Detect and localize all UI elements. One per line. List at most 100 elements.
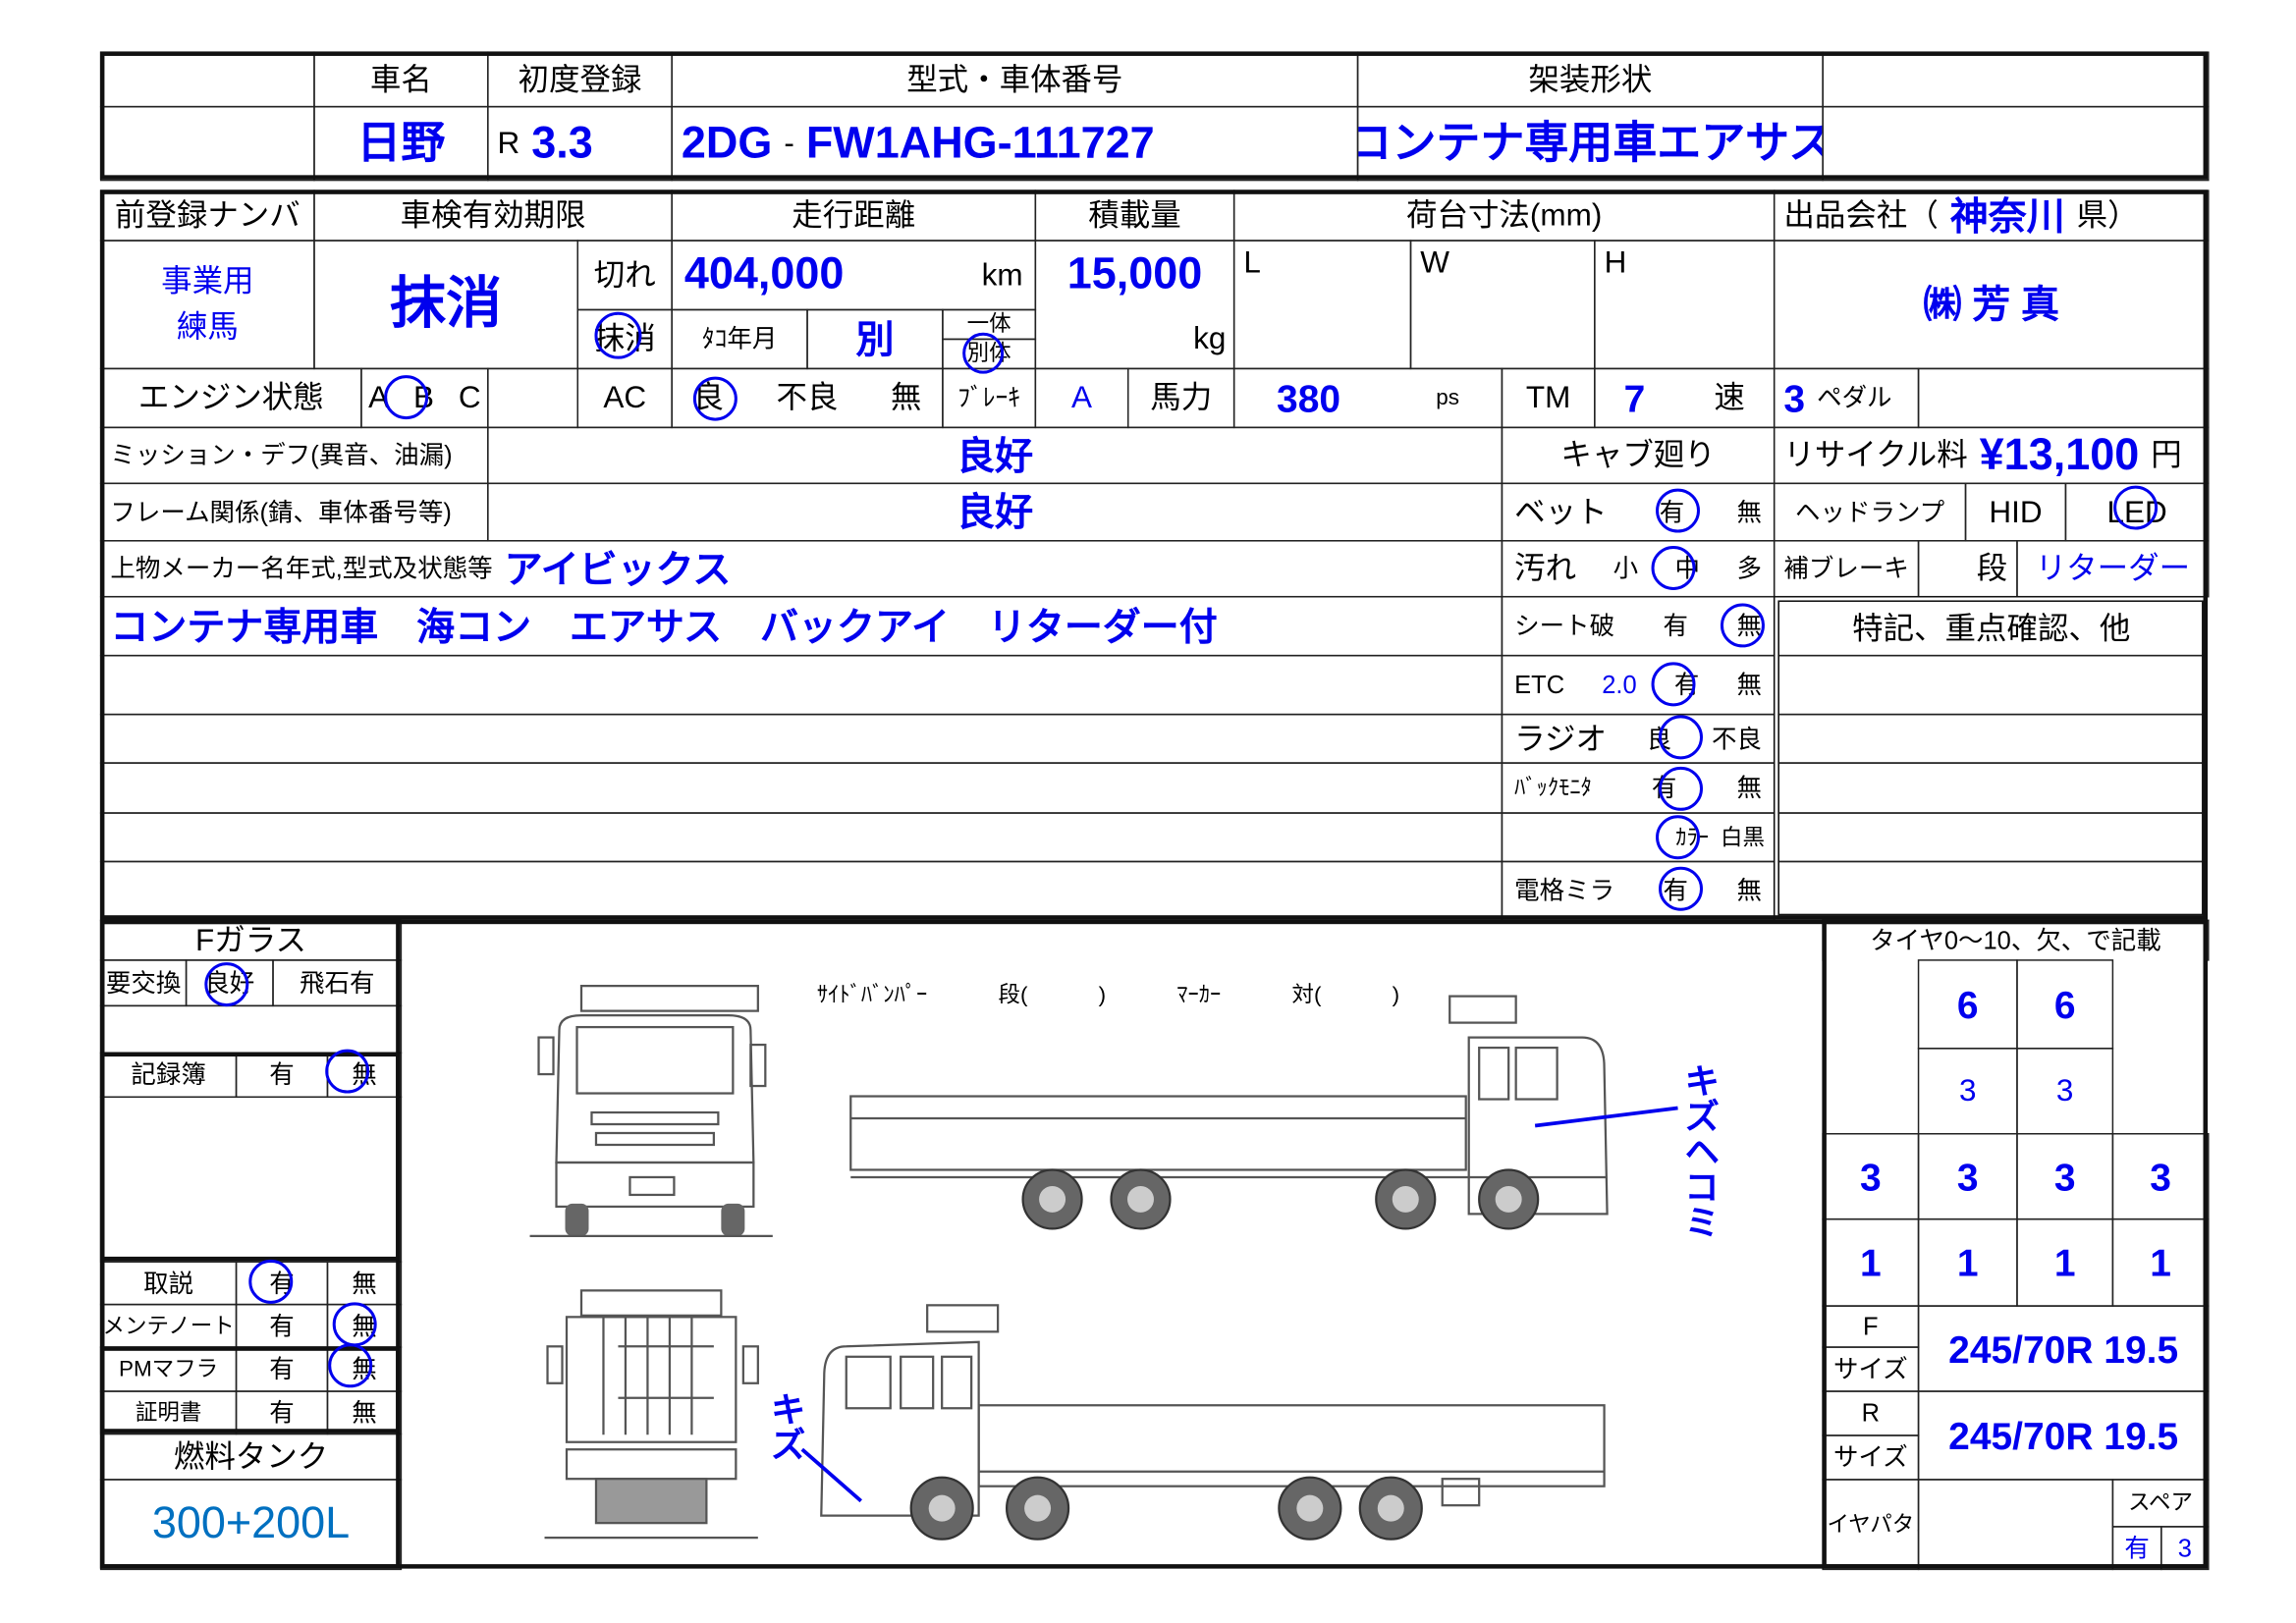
car-name-cell-empty: [99, 105, 315, 182]
tire-pattern-value: [1917, 1479, 2114, 1571]
prev-plate-label: 前登録ナンバ: [99, 189, 315, 242]
inspection-status-cell: 抹消: [313, 240, 578, 370]
cert-label-text: 証明書: [135, 1400, 202, 1426]
blank-row-1: [99, 654, 1503, 716]
engine-grade-text: A: [368, 381, 390, 415]
header-empty-left: [99, 51, 315, 108]
tacho-separate-text: 別体: [966, 341, 1011, 367]
pm-label: PMマフラ: [99, 1346, 238, 1392]
notes-line-2: [1777, 713, 2206, 764]
manual-no: 無: [326, 1261, 403, 1306]
cab-bed-text: 無: [1736, 498, 1762, 526]
truck-rear-view: [544, 1289, 759, 1540]
record-no-text: 無: [352, 1060, 377, 1090]
hp-label-text: 馬力: [1150, 381, 1213, 415]
damage-label-dent: キズヘコミ: [1677, 1062, 1718, 1239]
manual-no-text: 無: [352, 1269, 377, 1298]
recycle-value: ¥13,100: [1979, 430, 2140, 479]
tire-label-text: タイヤ0〜10、欠、で記載: [1870, 927, 2161, 955]
notes-label-text: 特記、重点確認、他: [1852, 611, 2131, 646]
header-body-label-text: 架装形状: [1528, 62, 1653, 97]
engine-label: エンジン状態: [99, 367, 362, 429]
frame-value: 良好: [487, 482, 1503, 542]
tire-r1-2-text: 3: [1956, 1154, 1979, 1199]
cab-bed-text: 有: [1659, 498, 1685, 526]
header-model-label-text: 型式・車体番号: [906, 62, 1123, 97]
cab-seat-text: 有: [1663, 612, 1689, 640]
cab-etc-text: 有: [1673, 671, 1700, 699]
ac-label-text: AC: [603, 381, 647, 415]
spare-present-text: 有: [2124, 1534, 2150, 1562]
tacho-label-text: ﾀｺ年月: [701, 325, 778, 353]
tacho-label: ﾀｺ年月: [671, 308, 808, 370]
mileage-cell-text: km: [981, 258, 1023, 293]
tire-r1-3: 3: [2016, 1132, 2114, 1220]
load-label: 積載量: [1034, 189, 1235, 242]
aux-brake-stage-text: 段: [1976, 552, 2008, 586]
aux-brake-label-text: 補ブレーキ: [1783, 555, 1909, 583]
header-body-label: 架装形状: [1356, 51, 1824, 108]
glass-label: Fガラス: [99, 919, 403, 961]
headlamp-led: LED: [2064, 482, 2210, 542]
tm-label: TM: [1501, 367, 1596, 429]
tire-r2-4: 1: [2111, 1217, 2210, 1307]
tacho-value-text: 別: [855, 316, 895, 361]
pm-yes: 有: [235, 1346, 329, 1392]
record-no: 無: [326, 1052, 403, 1099]
frame-label-text: フレーム関係(錆、車体番号等): [110, 498, 452, 526]
tacho-separate: 別体: [942, 338, 1037, 370]
cert-yes: 有: [235, 1390, 329, 1435]
bed-length-text: L: [1243, 245, 1261, 280]
cab-seat-text: シート破: [1514, 612, 1615, 640]
tire-r2-4-text: 1: [2150, 1240, 2171, 1285]
tire-r2-2: 1: [1917, 1217, 2018, 1307]
seller-label-text: 県）: [2076, 198, 2139, 233]
tire-f-label: F: [1822, 1305, 1920, 1348]
notes-line-4: [1777, 812, 2206, 863]
ac-options-text: 無: [890, 381, 922, 415]
tire-f2-l: 3: [1917, 1048, 2018, 1135]
frame-label: フレーム関係(錆、車体番号等): [99, 482, 489, 542]
load-label-text: 積載量: [1088, 198, 1181, 233]
inspection-label-text: 車検有効期限: [400, 198, 586, 233]
body-notes: コンテナ専用車 海コン エアサス バックアイ リターダー付: [110, 604, 1218, 649]
engine-grade-text: C: [458, 381, 481, 415]
blank-row-3: [99, 762, 1503, 814]
spare-count: 3: [2160, 1526, 2210, 1571]
headlamp-label-text: ヘッドランプ: [1795, 498, 1945, 526]
recycle-cell-text: リサイクル料: [1783, 438, 1968, 473]
chassis-number: FW1AHG-111727: [805, 118, 1155, 168]
tire-r2-3-text: 1: [2053, 1240, 2076, 1285]
body-maker-row-text: 上物メーカー名年式,型式及状態等: [110, 555, 493, 583]
tire-r1-1-text: 3: [1860, 1154, 1882, 1199]
maintenance-no: 無: [326, 1303, 403, 1348]
frame-value-text: 良好: [957, 490, 1034, 535]
seller-label: 出品会社（神奈川県）: [1773, 189, 2210, 242]
cab-monitor-color: ｶﾗｰ白黒: [1501, 812, 1776, 863]
seller-label-text: 出品会社（: [1783, 198, 1939, 233]
brake-value-text: A: [1071, 381, 1093, 415]
record-label: 記録簿: [99, 1052, 238, 1099]
tire-r1-1: 3: [1822, 1132, 1920, 1220]
cab-label: キャブ廻り: [1501, 426, 1776, 485]
spare-present: 有: [2111, 1526, 2162, 1571]
load-unit-text: kg: [1193, 322, 1227, 356]
model-cell-text: -: [784, 126, 794, 161]
glass-label-text: Fガラス: [194, 923, 307, 957]
tire-r1-3-text: 3: [2053, 1154, 2076, 1199]
glass-chip-text: 飛石有: [299, 968, 375, 998]
notes-line-5: [1777, 860, 2206, 917]
front-tire-size: 245/70R 19.5: [1917, 1305, 2210, 1392]
glass-blank: [99, 1004, 403, 1055]
prev-plate-label-text: 前登録ナンバ: [114, 198, 301, 233]
cert-yes-text: 有: [269, 1398, 295, 1427]
notes-line-3: [1777, 762, 2206, 814]
ac-label: AC: [576, 367, 673, 429]
tire-label: タイヤ0〜10、欠、で記載: [1822, 919, 2210, 961]
inspection-status: 抹消: [390, 273, 503, 336]
cab-monitor-color-text: 白黒: [1720, 825, 1765, 850]
